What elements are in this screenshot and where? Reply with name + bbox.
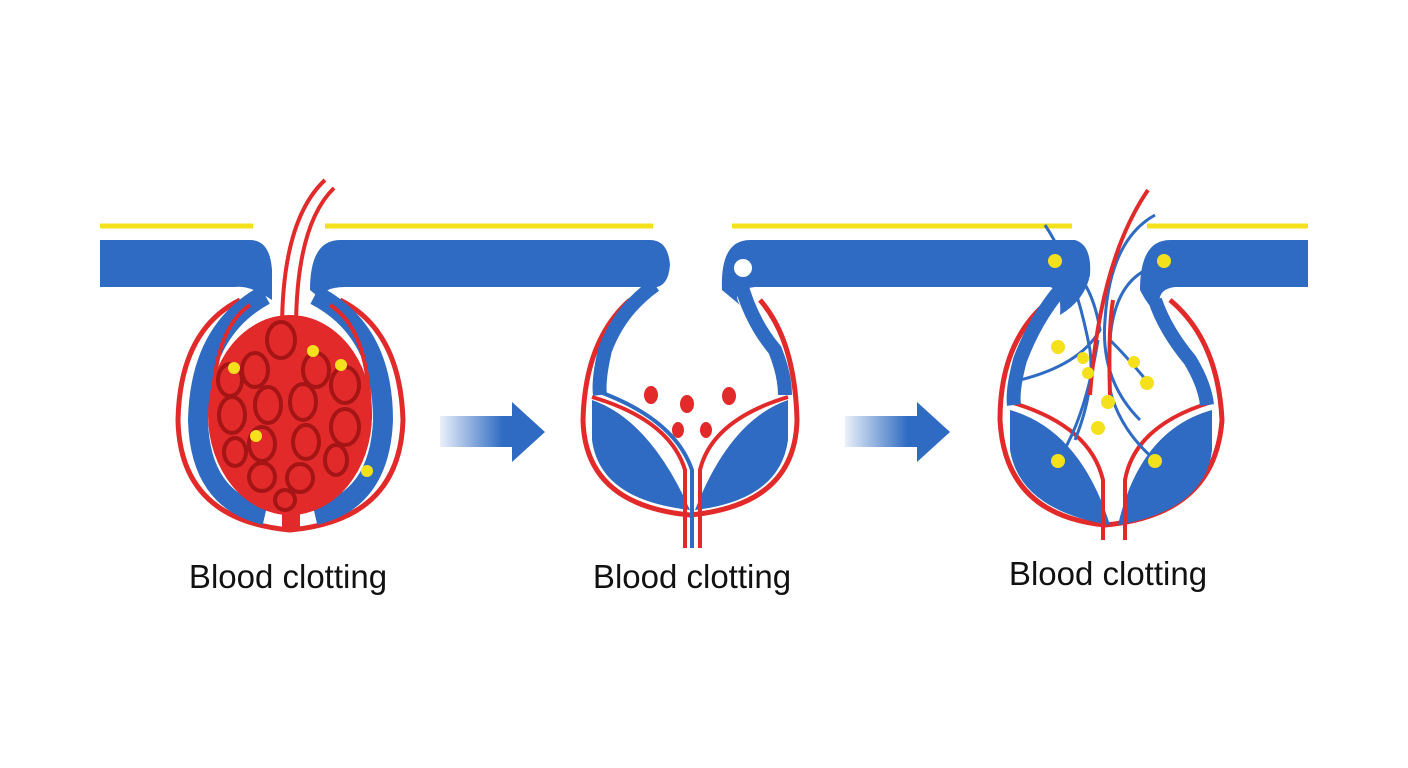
red-blood-cell: [288, 382, 318, 422]
platelet: [1128, 356, 1140, 368]
platelet: [1077, 352, 1089, 364]
red-blood-cell: [222, 436, 248, 468]
panel-2-illustration: [580, 240, 1091, 548]
blood-drops: [644, 386, 736, 438]
red-blood-cell: [329, 407, 361, 447]
platelet: [1051, 340, 1065, 354]
blue-sac-right: [1118, 410, 1212, 525]
red-blood-cell: [217, 395, 247, 435]
platelet: [335, 359, 347, 371]
fibrin-strand: [1019, 258, 1102, 382]
blue-layer: [1140, 240, 1308, 320]
blue-layer: [100, 240, 272, 300]
platelets: [228, 345, 373, 477]
arrow-right-icon: [845, 402, 950, 462]
platelet: [1051, 454, 1065, 468]
pore: [734, 259, 752, 277]
platelet: [361, 465, 373, 477]
vessel-stem-inner: [599, 390, 694, 548]
blue-upper: [1006, 285, 1214, 406]
red-blood-cell: [253, 385, 283, 425]
blood-drop: [680, 395, 694, 413]
vessel-stem: [591, 395, 789, 548]
blue-sac-right: [695, 400, 788, 510]
clot-neck: [282, 500, 300, 528]
platelet: [1140, 376, 1154, 390]
blood-drop: [700, 422, 712, 438]
blue-upper: [592, 278, 792, 396]
blood-clot: [208, 315, 372, 515]
panel-1-label: Blood clotting: [188, 558, 388, 595]
platelet: [1048, 254, 1062, 268]
fibrin-strand: [1102, 213, 1156, 422]
platelet: [1082, 367, 1094, 379]
arrow-right-icon: [440, 402, 545, 462]
vessel-wall: [175, 297, 406, 533]
panel-1-illustration: [100, 178, 670, 533]
blood-drop: [672, 422, 684, 438]
blood-drop: [644, 386, 658, 404]
red-blood-cell: [285, 462, 315, 494]
red-blood-cell: [291, 423, 321, 461]
red-blood-cell: [247, 461, 277, 493]
red-blood-cell: [240, 351, 270, 389]
blue-layer: [721, 240, 1091, 315]
fibrin-strand: [1108, 389, 1156, 462]
platelet: [250, 430, 262, 442]
platelets: [1048, 254, 1171, 468]
panel-3-illustration: [997, 188, 1308, 540]
red-blood-cell: [273, 488, 297, 512]
stalk: [280, 178, 336, 331]
platelet: [1157, 254, 1171, 268]
platelet: [1101, 395, 1115, 409]
platelet: [307, 345, 319, 357]
platelet: [1091, 421, 1105, 435]
platelet: [1148, 454, 1162, 468]
panel-2-label: Blood clotting: [592, 558, 792, 595]
blue-layer: [310, 240, 670, 300]
blood-drop: [722, 387, 736, 405]
stalk: [1088, 188, 1150, 396]
platelet: [228, 362, 240, 374]
fibrin-strands: [1019, 213, 1161, 462]
fibrin-strand: [1043, 224, 1093, 441]
red-blood-cell: [265, 320, 297, 360]
panel-3-label: Blood clotting: [1008, 555, 1208, 592]
blue-sac-left: [592, 400, 690, 510]
red-blood-cell: [323, 443, 349, 477]
